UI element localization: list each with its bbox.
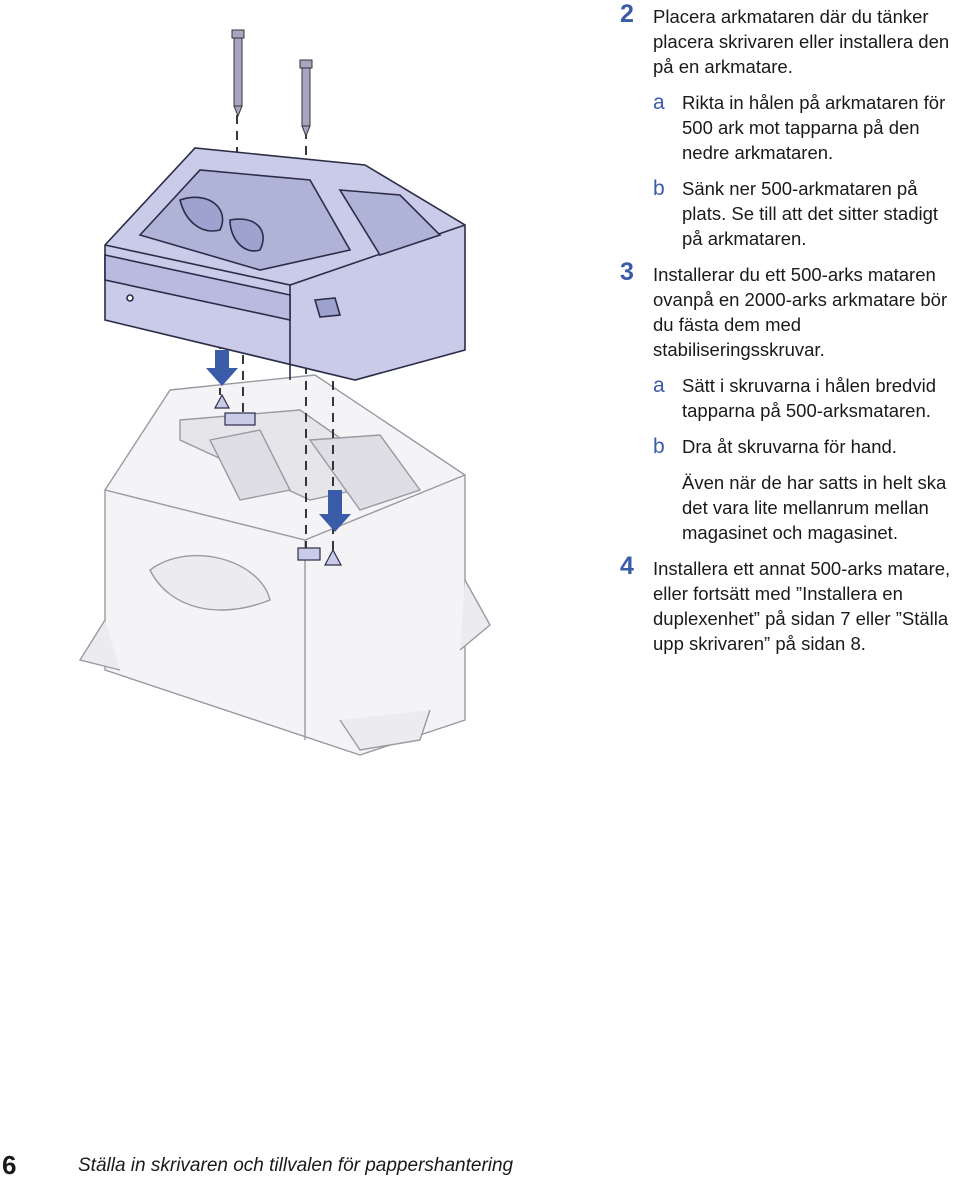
sub-letter: b [653,435,665,458]
sub-letter: a [653,374,665,397]
step-3: 3 Installerar du ett 500-arks mataren ov… [620,258,960,362]
sub-text: Sänk ner 500-arkmataren på plats. Se til… [682,178,939,249]
step-text: Installerar du ett 500-arks mataren ovan… [653,264,948,360]
step-3-note: Även när de har satts in helt ska det va… [682,472,947,543]
page-number: 6 [2,1150,17,1180]
step-2b: b Sänk ner 500-arkmataren på plats. Se t… [620,176,960,251]
step-number: 2 [620,0,634,28]
stabilizing-screw-left [231,29,245,118]
instructions: 2 Placera arkmataren där du tänker place… [620,0,960,656]
step-number: 3 [620,258,634,286]
sub-text: Rikta in hålen på arkmataren för 500 ark… [682,92,946,163]
step-text: Placera arkmataren där du tänker placera… [653,6,950,77]
sub-text: Dra åt skruvarna för hand. [682,436,897,457]
step-2: 2 Placera arkmataren där du tänker place… [620,0,960,79]
lower-feeder-pins [213,393,342,566]
step-4: 4 Installera ett annat 500-arks matare, … [620,552,960,656]
step-3b: b Dra åt skruvarna för hand. [620,434,960,459]
step-2a: a Rikta in hålen på arkmataren för 500 a… [620,90,960,165]
step-number: 4 [620,552,634,580]
feeder-500-sheet [104,147,466,381]
stabilizing-screw-right [299,59,313,138]
step-text: Installera ett annat 500-arks matare, el… [653,558,951,654]
illustration-feeder-install [78,29,491,756]
step-3a: a Sätt i skruvarna i hålen bredvid tappa… [620,373,960,423]
arrow-down-left [206,350,238,386]
chapter-title: Ställa in skrivaren och tillvalen för pa… [78,1155,514,1176]
lower-feeder [78,374,491,756]
sub-letter: b [653,177,665,200]
arrow-down-right [319,490,351,532]
page-footer: 6 Ställa in skrivaren och tillvalen för … [0,1150,960,1180]
sub-letter: a [653,91,665,114]
sub-text: Sätt i skruvarna i hålen bredvid tapparn… [682,375,936,421]
